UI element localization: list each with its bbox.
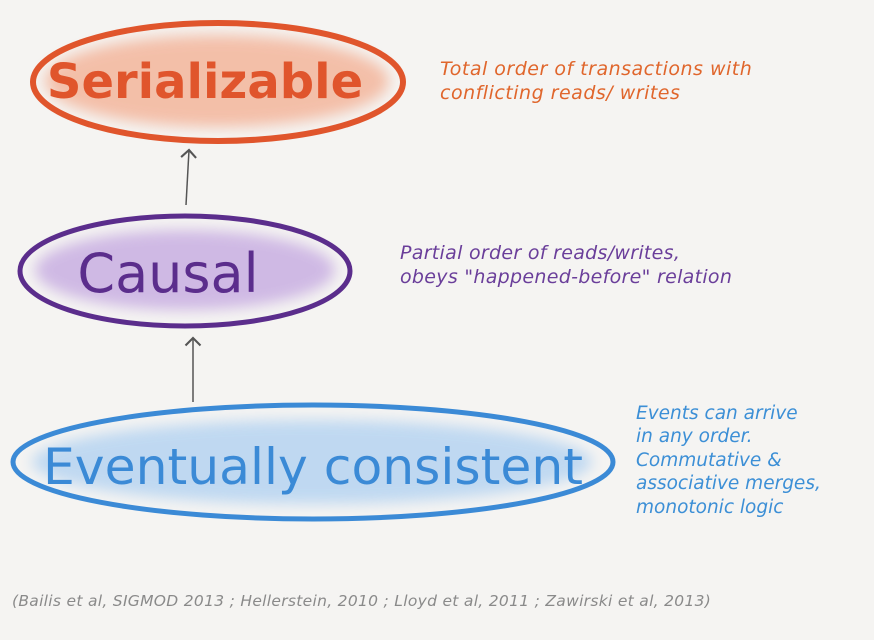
- description-line: monotonic logic: [636, 496, 784, 518]
- causal-description: Partial order of reads/writes, obeys "ha…: [400, 242, 732, 290]
- description-line: conflicting reads/ writes: [440, 81, 681, 104]
- causal-node: Causal: [17, 213, 353, 329]
- serializable-title: Serializable: [47, 54, 363, 110]
- causal-title: Causal: [77, 242, 258, 305]
- eventually-consistent-node: Eventually consistent: [10, 402, 616, 522]
- serializable-description: Total order of transactions with conflic…: [440, 58, 752, 106]
- eventually-consistent-title: Eventually consistent: [43, 438, 583, 496]
- serializable-node: Serializable: [30, 20, 406, 144]
- serializable-outline: [30, 20, 406, 144]
- causal-fill: [35, 230, 335, 310]
- description-line: in any order.: [636, 426, 753, 448]
- description-line: Total order of transactions with: [440, 58, 753, 80]
- citation: (Bailis et al, SIGMOD 2013 ; Hellerstein…: [12, 592, 712, 610]
- eventually-consistent-description: Events can arrive in any order. Commutat…: [636, 402, 821, 519]
- description-line: obeys "happened-before" relation: [400, 265, 733, 288]
- eventually-consistent-fill: [32, 420, 592, 504]
- description-line: Partial order of reads/writes,: [400, 242, 681, 264]
- causal-outline: [17, 213, 353, 329]
- description-line: associative merges,: [636, 473, 821, 495]
- description-line: Commutative &: [636, 449, 782, 471]
- description-line: Events can arrive: [636, 403, 798, 424]
- arrow-causal-to-serializable: [180, 148, 197, 206]
- eventually-consistent-outline: [10, 402, 616, 522]
- serializable-fill: [45, 35, 389, 127]
